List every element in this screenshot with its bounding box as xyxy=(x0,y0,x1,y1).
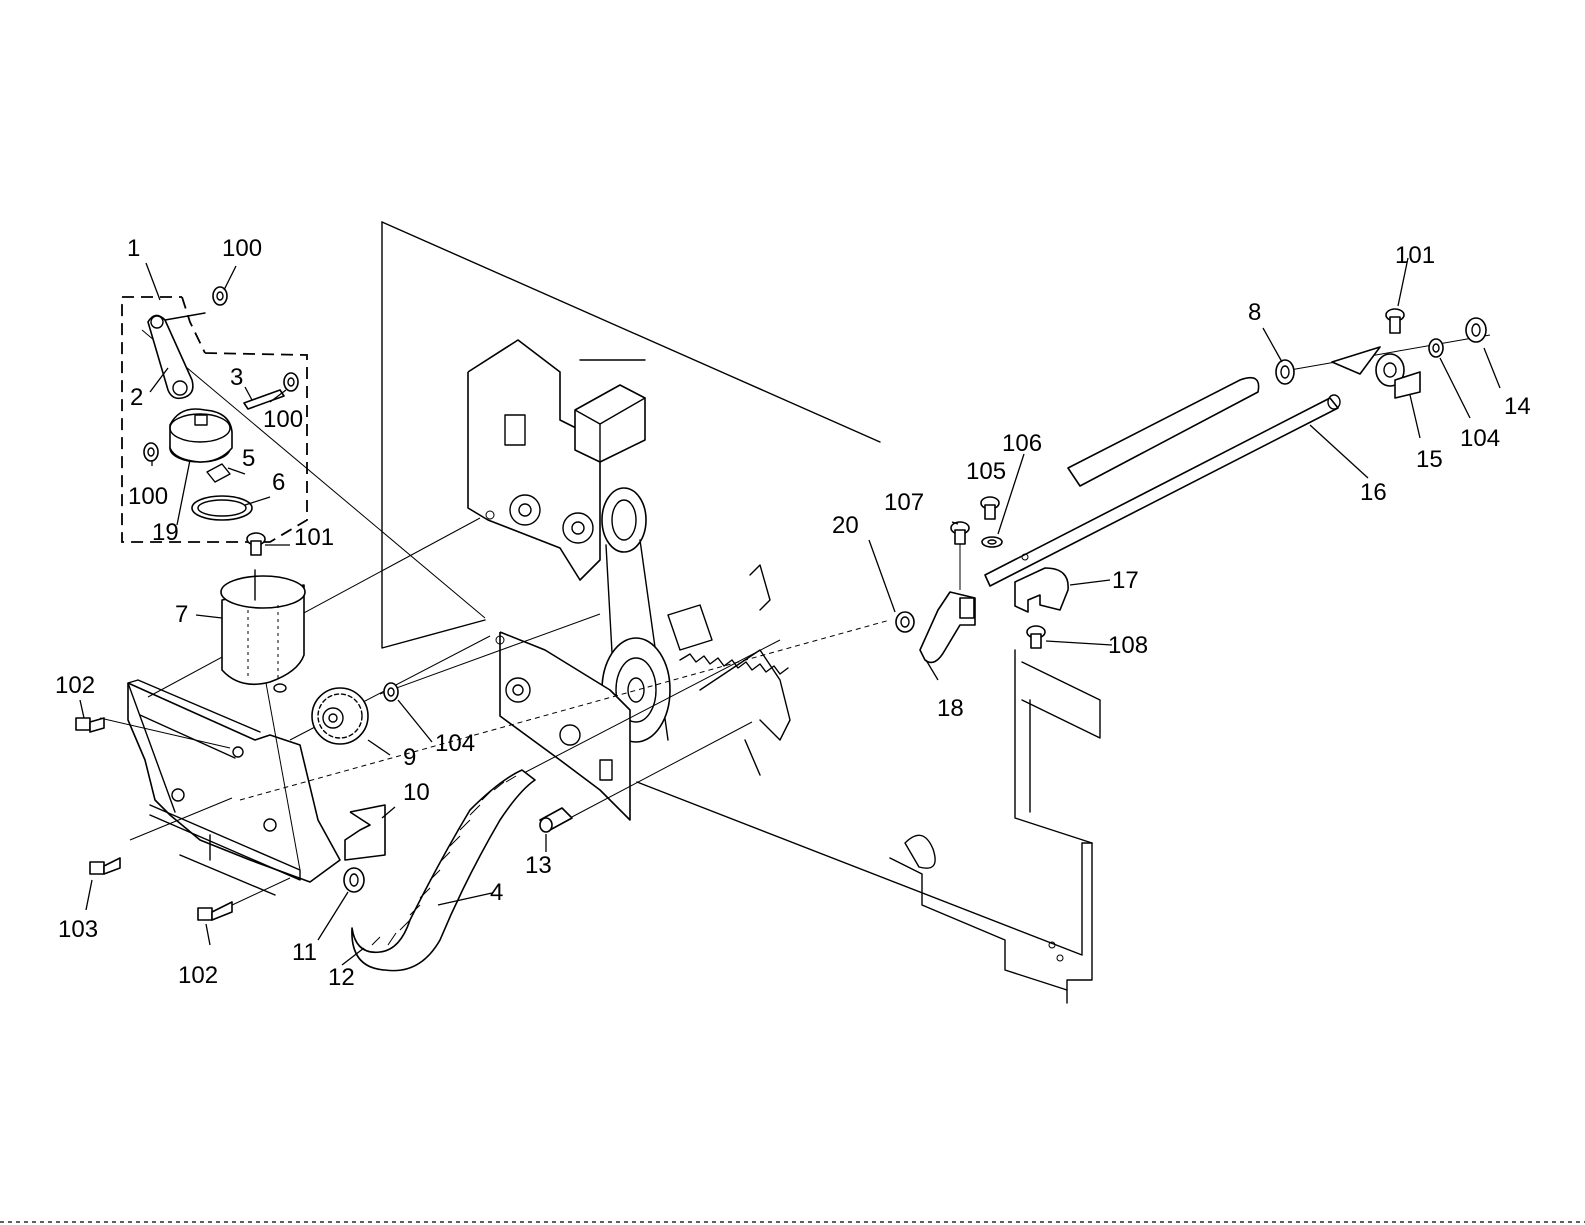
callout-11: 11 xyxy=(292,939,317,966)
callout-8: 8 xyxy=(1248,299,1261,326)
e-ring-104-left xyxy=(384,683,398,701)
callout-103: 103 xyxy=(58,916,98,943)
callout-3: 3 xyxy=(230,364,243,391)
part-4-hose xyxy=(352,770,535,971)
part-20-bushing xyxy=(896,612,914,632)
callout-15: 15 xyxy=(1416,446,1443,473)
screw-13 xyxy=(540,808,572,832)
part-9-gear xyxy=(312,688,368,744)
callout-7: 7 xyxy=(175,601,188,628)
callout-9: 9 xyxy=(403,744,416,771)
callout-102-bottom: 102 xyxy=(178,962,218,989)
washer-106 xyxy=(982,537,1002,547)
screw-102-lower xyxy=(198,902,232,920)
screw-107 xyxy=(951,522,969,590)
left-bracket-frame xyxy=(128,680,340,895)
part-7-motor-cylinder xyxy=(221,570,305,692)
screw-108 xyxy=(1027,626,1045,648)
part-8-clamp xyxy=(1276,360,1294,384)
cable-tube xyxy=(1068,378,1259,486)
callout-100-mid: 100 xyxy=(263,406,303,433)
screw-101-left xyxy=(247,533,265,555)
screw-103 xyxy=(90,858,120,874)
callout-13: 13 xyxy=(525,852,552,879)
callout-20: 20 xyxy=(832,512,859,539)
callout-1: 1 xyxy=(127,235,140,262)
part-19-cam xyxy=(170,409,232,462)
part-18-lever xyxy=(920,592,975,662)
callout-6: 6 xyxy=(272,469,285,496)
callout-104-right: 104 xyxy=(1460,425,1500,452)
callout-4: 4 xyxy=(490,879,503,906)
callout-100-top: 100 xyxy=(222,235,262,262)
screw-105 xyxy=(981,497,999,519)
callout-107: 107 xyxy=(884,489,924,516)
callout-16: 16 xyxy=(1360,479,1387,506)
callout-12: 12 xyxy=(328,964,355,991)
part-5-key xyxy=(207,464,230,482)
callout-102-top: 102 xyxy=(55,672,95,699)
callout-104-left: 104 xyxy=(435,730,475,757)
part-10-bracket xyxy=(345,805,385,860)
part-14-bushing xyxy=(1466,318,1486,342)
callout-101-right: 101 xyxy=(1395,242,1435,269)
part-2-link-arm xyxy=(148,313,205,398)
part-6-washer xyxy=(192,496,252,520)
callout-14: 14 xyxy=(1504,393,1531,420)
callout-105: 105 xyxy=(966,458,1006,485)
callout-108: 108 xyxy=(1108,632,1148,659)
e-ring-104-right xyxy=(1429,339,1443,357)
part-11-clamp xyxy=(344,868,364,892)
screw-101-right xyxy=(1386,309,1404,333)
screw-102-upper xyxy=(76,718,104,732)
callout-101-left: 101 xyxy=(294,524,334,551)
callout-2: 2 xyxy=(130,384,143,411)
callout-18: 18 xyxy=(937,695,964,722)
callout-100-left: 100 xyxy=(128,483,168,510)
callout-19: 19 xyxy=(152,519,179,546)
callout-17: 17 xyxy=(1112,567,1139,594)
callout-5: 5 xyxy=(242,445,255,472)
callout-10: 10 xyxy=(403,779,430,806)
callout-106: 106 xyxy=(1002,430,1042,457)
part-17-clamp xyxy=(1015,568,1068,612)
